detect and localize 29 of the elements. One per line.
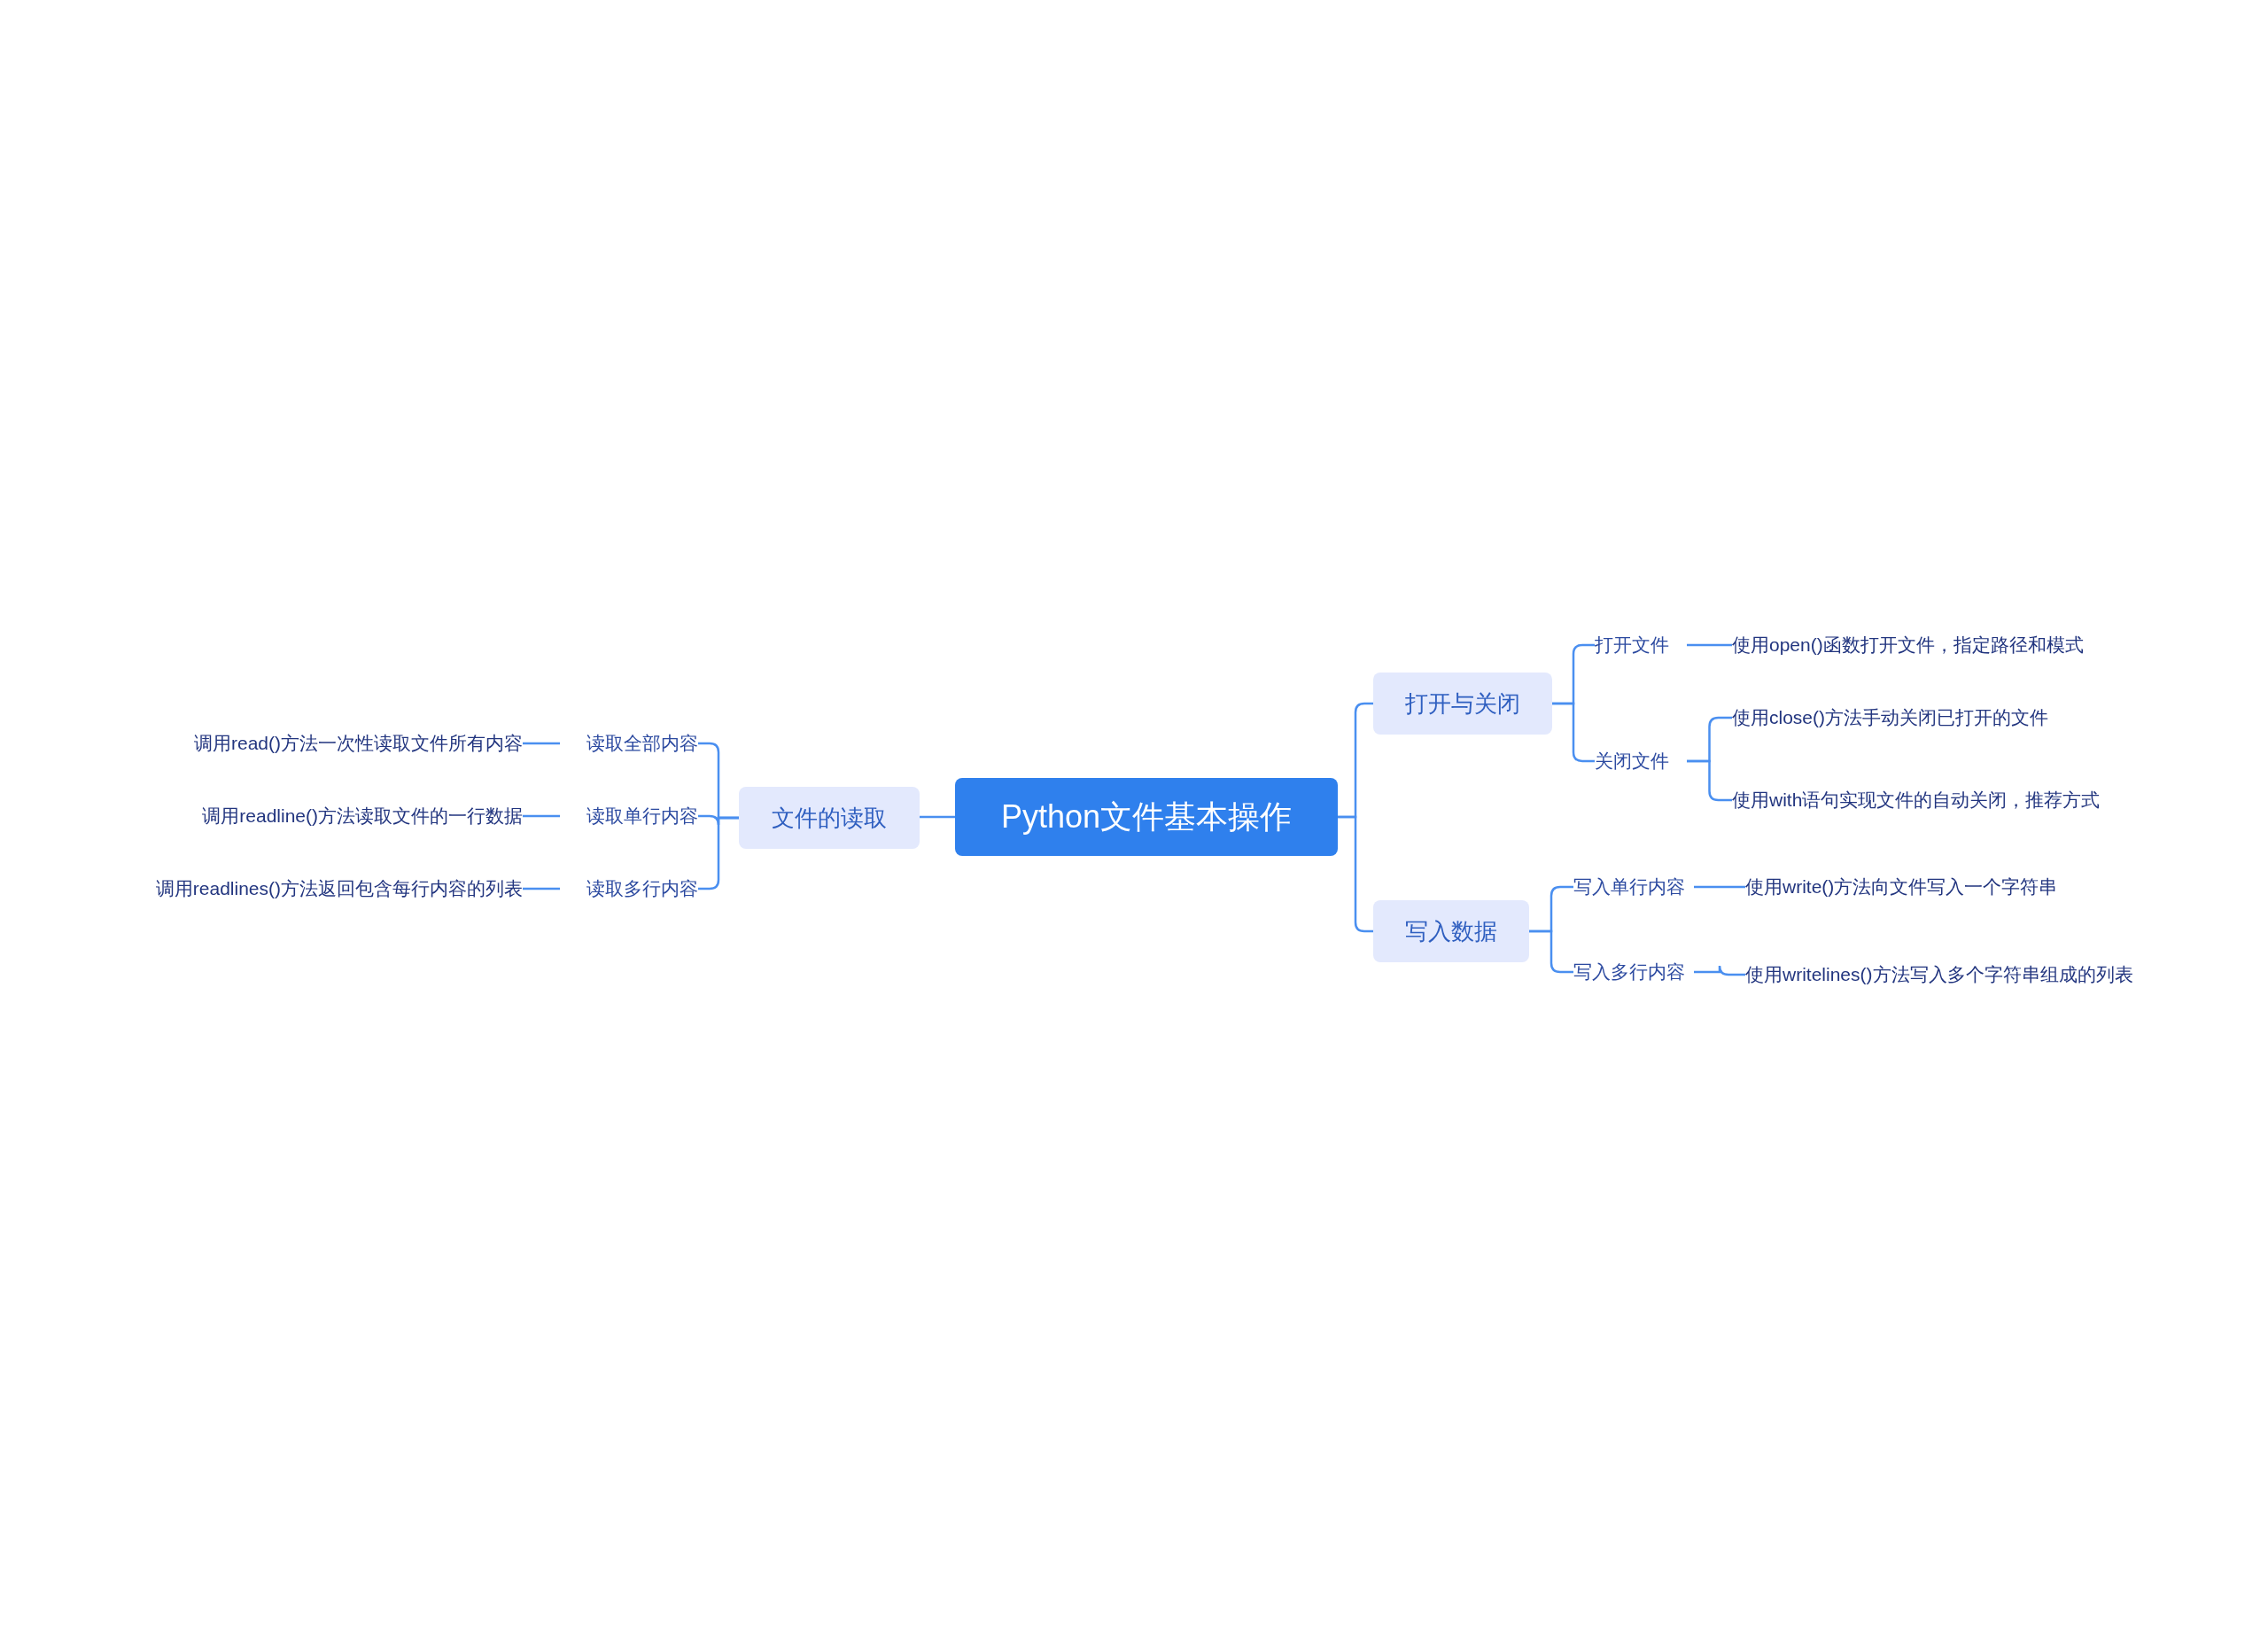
note-text: 调用readlines()方法返回包含每行内容的列表: [62, 873, 523, 905]
note-text: 调用readline()方法读取文件的一行数据: [97, 800, 523, 832]
subtopic-label: 关闭文件: [1595, 745, 1687, 777]
subtopic-label: 写入单行内容: [1573, 871, 1694, 903]
connector-line: [523, 814, 560, 818]
connector-line: [1694, 964, 1745, 976]
connector-line: [523, 742, 560, 745]
note-text: 使用open()函数打开文件，指定路径和模式: [1732, 629, 2175, 661]
subtopic-label: 读取单行内容: [560, 800, 698, 832]
subtopic-label: 读取全部内容: [560, 727, 698, 759]
connector-line: [523, 887, 560, 890]
central-topic: Python文件基本操作: [955, 778, 1338, 856]
note-text: 使用with语句实现文件的自动关闭，推荐方式: [1732, 774, 2113, 827]
note-text: 调用read()方法一次性读取文件所有内容: [97, 727, 523, 759]
connector-line: [920, 815, 955, 819]
note-text: 使用close()方法手动关闭已打开的文件: [1732, 702, 2175, 734]
connector-line: [1529, 929, 1573, 974]
topic-box: 打开与关闭: [1373, 673, 1552, 735]
note-text: 使用write()方法向文件写入一个字符串: [1745, 871, 2188, 903]
connector-line: [1687, 643, 1732, 647]
subtopic-label: 写入多行内容: [1573, 956, 1694, 988]
subtopic-label: 打开文件: [1595, 629, 1687, 661]
note-text: 使用writelines()方法写入多个字符串组成的列表: [1745, 948, 2144, 1001]
connector-line: [1687, 759, 1732, 802]
connector-line: [1338, 815, 1373, 933]
subtopic-label: 读取多行内容: [560, 873, 698, 905]
connector-line: [1694, 885, 1745, 889]
topic-box: 文件的读取: [739, 787, 920, 849]
topic-box: 写入数据: [1373, 900, 1529, 962]
